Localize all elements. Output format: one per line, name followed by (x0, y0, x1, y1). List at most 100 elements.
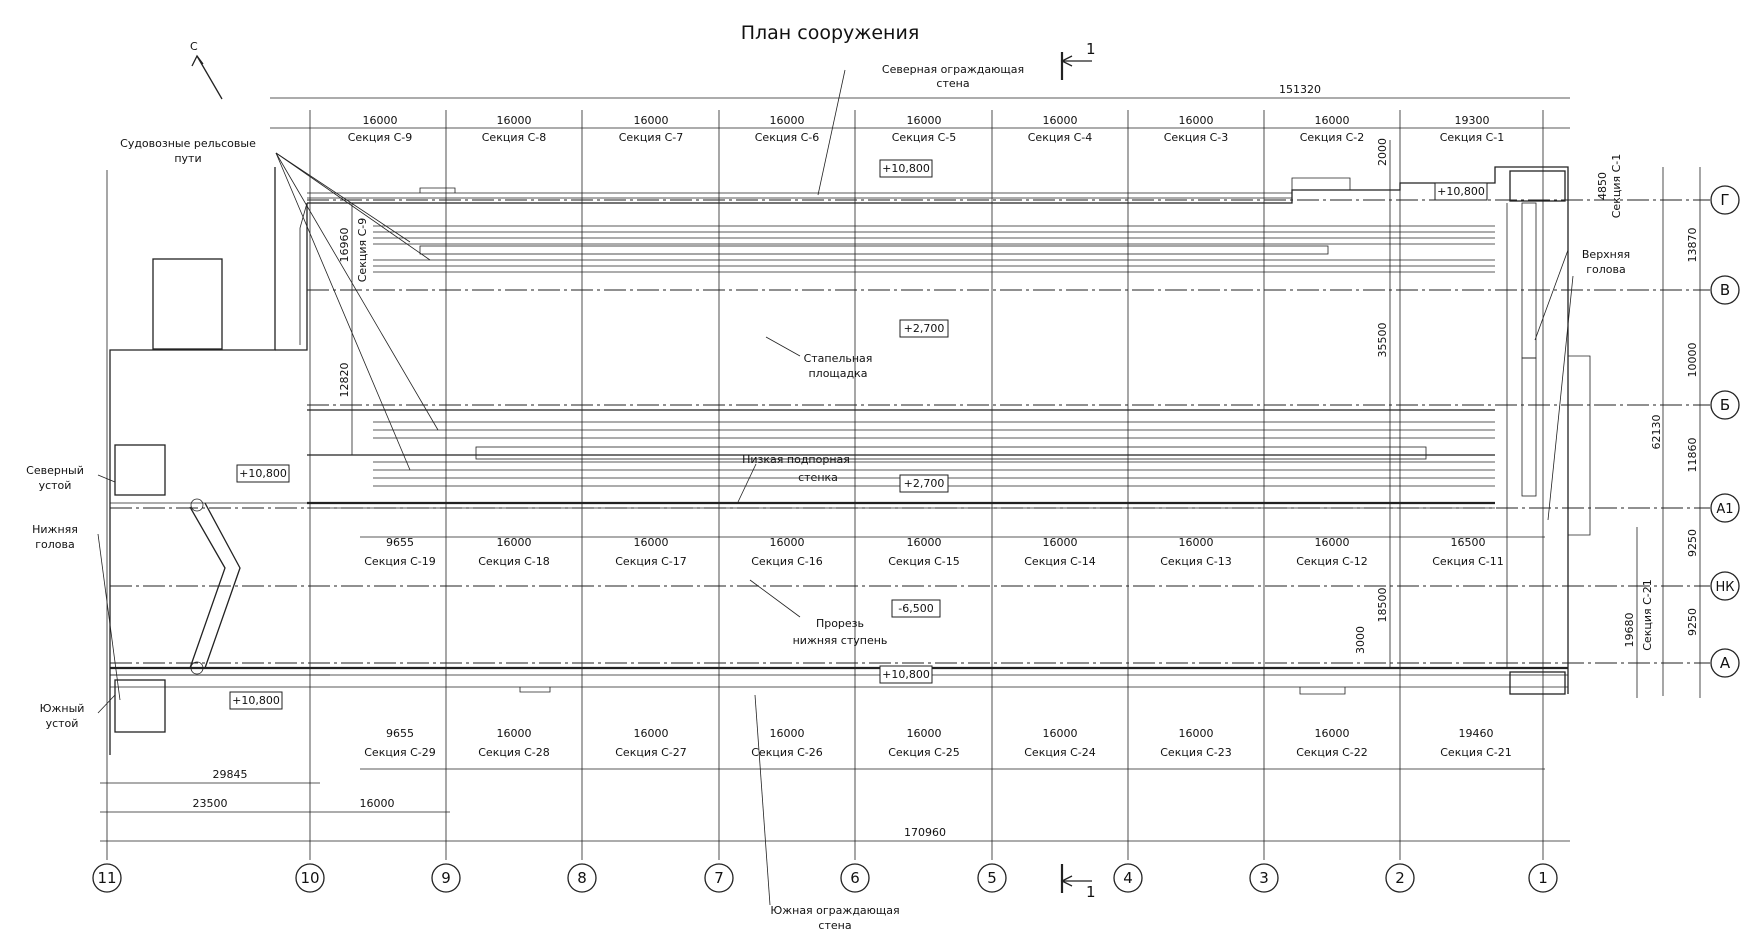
plan-title: План сооружения (741, 22, 920, 44)
elev-8: +10,800 (232, 694, 280, 707)
top-sec-5: Секция С-5 (892, 131, 957, 144)
bottom-section-row: 9655 Секция С-29 16000 Секция С-28 16000… (364, 727, 1512, 759)
vdim-19680: 19680 (1623, 613, 1636, 648)
upper-head-label-2: голова (1586, 263, 1626, 276)
vdim-left-sec: Секция С-9 (356, 218, 369, 283)
top-sec-7: Секция С-3 (1164, 131, 1229, 144)
axis-col-4: 4 (1123, 869, 1133, 887)
top-dim-6: 16000 (1043, 114, 1078, 127)
elev-6: +10,800 (882, 668, 930, 681)
slipway-label-1: Стапельная (804, 352, 873, 365)
vdim-13870: 13870 (1686, 228, 1699, 263)
mid-dim-7: 16000 (1179, 536, 1214, 549)
north-wall-label-2: стена (936, 77, 969, 90)
bot-sec-6: Секция С-24 (1024, 746, 1096, 759)
south-abutment-label-1: Южный (40, 702, 85, 715)
mid-dim-1: 9655 (386, 536, 414, 549)
vdim-16960: 16960 (338, 228, 351, 263)
bot-sec-3: Секция С-27 (615, 746, 687, 759)
vdim-4850: 4850 (1596, 172, 1609, 200)
vertical-dimensions: 16960 Секция С-9 12820 2000 35500 18500 … (338, 138, 1699, 654)
bot-dim-8: 16000 (1315, 727, 1350, 740)
bot-dim-6: 16000 (1043, 727, 1078, 740)
low-wall-label-1: Низкая подпорная (742, 453, 850, 466)
bot-dim-5: 16000 (907, 727, 942, 740)
south-wall-label-1: Южная ограждающая (770, 904, 899, 917)
bot-sec-7: Секция С-23 (1160, 746, 1232, 759)
mid-sec-3: Секция С-17 (615, 555, 687, 568)
axis-row-B: Б (1720, 396, 1730, 414)
vdim-10000: 10000 (1686, 343, 1699, 378)
mid-dim-9: 16500 (1451, 536, 1486, 549)
axis-col-9: 9 (441, 869, 451, 887)
axis-row-A1: А1 (1716, 502, 1733, 517)
rails-label-1: Судовозные рельсовые (120, 137, 256, 150)
top-sec-6: Секция С-4 (1028, 131, 1093, 144)
section-cut-top-label: 1 (1086, 40, 1096, 58)
axis-col-11: 11 (97, 869, 116, 887)
column-axis-bubbles: 11 10 9 8 7 6 5 4 3 2 1 (92, 863, 1558, 893)
top-dim-7: 16000 (1179, 114, 1214, 127)
bot-dim-9: 19460 (1459, 727, 1494, 740)
axis-row-NK: НК (1715, 580, 1734, 595)
elev-5: -6,500 (898, 602, 933, 615)
dim-23500: 23500 (193, 797, 228, 810)
bot-sec-5: Секция С-25 (888, 746, 960, 759)
cut-label-1: Прорезь (816, 617, 864, 630)
top-section-row: 16000 Секция С-9 16000 Секция С-8 16000 … (348, 114, 1505, 144)
cut-label-2: нижняя ступень (793, 634, 888, 647)
axis-row-A: А (1720, 654, 1731, 672)
bot-dim-2: 16000 (497, 727, 532, 740)
vdim-sec1: Секция С-1 (1610, 154, 1623, 219)
elevation-marks: +10,800 +10,800 +2,700 +2,700 -6,500 +10… (229, 159, 1488, 710)
section-cut-top: 1 (1060, 40, 1096, 80)
bot-sec-8: Секция С-22 (1296, 746, 1368, 759)
vdim-9250a: 9250 (1686, 529, 1699, 557)
mid-sec-9: Секция С-11 (1432, 555, 1504, 568)
bot-sec-1: Секция С-29 (364, 746, 436, 759)
top-dim-8: 16000 (1315, 114, 1350, 127)
mid-dim-3: 16000 (634, 536, 669, 549)
axis-col-10: 10 (300, 869, 319, 887)
axis-col-3: 3 (1259, 869, 1269, 887)
mid-sec-2: Секция С-18 (478, 555, 550, 568)
elev-4: +2,700 (904, 477, 945, 490)
south-wall-label-2: стена (818, 919, 851, 932)
bot-dim-3: 16000 (634, 727, 669, 740)
axis-col-6: 6 (850, 869, 860, 887)
mid-dim-2: 16000 (497, 536, 532, 549)
rails-label-2: пути (174, 152, 201, 165)
mid-dim-6: 16000 (1043, 536, 1078, 549)
elev-1: +10,800 (882, 162, 930, 175)
axis-row-G: Г (1720, 191, 1729, 209)
vdim-62130: 62130 (1650, 415, 1663, 450)
column-axis-lines (106, 110, 1544, 860)
vdim-12820: 12820 (338, 363, 351, 398)
north-arrow-icon: С (190, 40, 223, 100)
axis-col-5: 5 (987, 869, 997, 887)
top-dim-5: 16000 (907, 114, 942, 127)
mid-dim-4: 16000 (770, 536, 805, 549)
row-axis-bubbles: Г В Б А1 НК А (1710, 185, 1740, 678)
axis-row-V: В (1720, 281, 1730, 299)
bot-dim-4: 16000 (770, 727, 805, 740)
vdim-9250b: 9250 (1686, 608, 1699, 636)
vdim-11860: 11860 (1686, 438, 1699, 473)
north-abutment-label-2: устой (39, 479, 72, 492)
mid-sec-5: Секция С-15 (888, 555, 960, 568)
mid-sec-8: Секция С-12 (1296, 555, 1368, 568)
lower-head-label-1: Нижняя (32, 523, 78, 536)
top-dim-4: 16000 (770, 114, 805, 127)
low-wall-label-2: стенка (798, 471, 838, 484)
bot-sec-4: Секция С-26 (751, 746, 823, 759)
mid-dim-5: 16000 (907, 536, 942, 549)
top-sec-1: Секция С-9 (348, 131, 413, 144)
section-cut-bottom: 1 (1060, 864, 1096, 901)
top-sec-4: Секция С-6 (755, 131, 820, 144)
vdim-35500: 35500 (1376, 323, 1389, 358)
mid-sec-4: Секция С-16 (751, 555, 823, 568)
axis-col-7: 7 (714, 869, 724, 887)
north-wall-label-1: Северная ограждающая (882, 63, 1024, 76)
south-abutment-label-2: устой (46, 717, 79, 730)
